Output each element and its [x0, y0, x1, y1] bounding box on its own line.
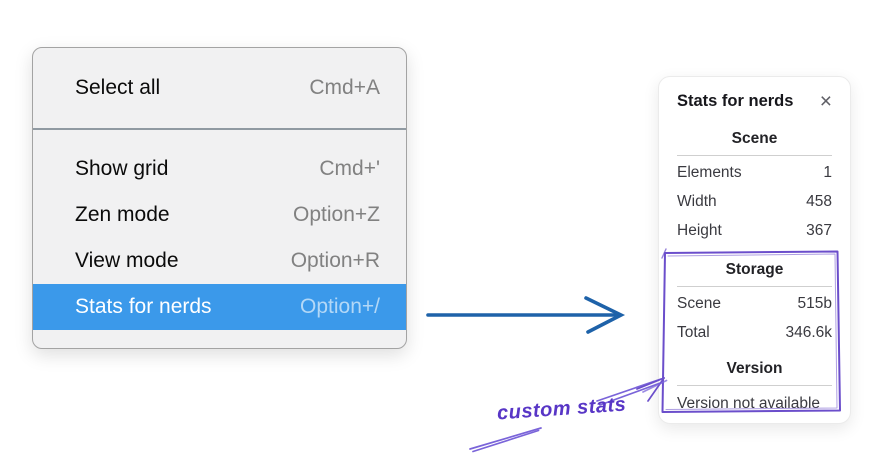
stat-value: 1: [823, 164, 832, 181]
menu-item-shortcut: Option+/: [300, 295, 380, 318]
menu-item-label: View mode: [75, 249, 179, 272]
stat-row-width: Width 458: [677, 187, 832, 216]
stats-panel-header: Stats for nerds ×: [677, 89, 832, 114]
stat-row-scene-size: Scene 515b: [677, 289, 832, 318]
stat-value: 367: [806, 222, 832, 239]
menu-item-shortcut: Option+Z: [293, 203, 380, 226]
stat-row-height: Height 367: [677, 216, 832, 245]
stats-panel: Stats for nerds × Scene Elements 1 Width…: [658, 76, 851, 424]
menu-item-show-grid[interactable]: Show grid Cmd+': [33, 146, 406, 192]
menu-section-top: Select all Cmd+A: [33, 48, 406, 128]
menu-item-zen-mode[interactable]: Zen mode Option+Z: [33, 192, 406, 238]
stat-label: Total: [677, 324, 710, 341]
section-header-version: Version: [726, 360, 783, 377]
stat-label: Height: [677, 222, 722, 239]
stat-label: Scene: [677, 295, 721, 312]
section-header-scene: Scene: [731, 130, 778, 147]
menu-item-label: Select all: [75, 76, 161, 99]
stat-value: 458: [806, 193, 832, 210]
menu-item-shortcut: Cmd+A: [309, 76, 380, 99]
divider: [677, 155, 832, 156]
menu-item-shortcut: Option+R: [290, 249, 380, 272]
menu-item-shortcut: Cmd+': [319, 157, 380, 180]
section-header-storage: Storage: [725, 261, 784, 278]
annotation-arrow-icon: [469, 377, 668, 453]
version-note: Version not available: [677, 395, 821, 412]
menu-separator: [33, 128, 406, 130]
stat-label: Width: [677, 193, 717, 210]
menu-item-label: Stats for nerds: [75, 295, 212, 318]
divider: [677, 286, 832, 287]
section-version: Version Version not available: [677, 360, 832, 413]
stat-row-total-size: Total 346.6k: [677, 318, 832, 347]
panel-title: Stats for nerds: [677, 92, 794, 110]
stat-value: 346.6k: [785, 324, 832, 341]
stat-label: Elements: [677, 164, 742, 181]
divider: [677, 385, 832, 386]
close-icon[interactable]: ×: [819, 89, 832, 113]
stat-value: 515b: [797, 295, 832, 312]
context-menu: Select all Cmd+A Show grid Cmd+' Zen mod…: [32, 47, 407, 349]
menu-item-label: Show grid: [75, 157, 169, 180]
pointer-arrow-icon: [426, 296, 626, 334]
annotation-label: custom stats: [496, 393, 627, 425]
menu-item-label: Zen mode: [75, 203, 170, 226]
section-scene: Scene Elements 1 Width 458 Height 367: [677, 130, 832, 245]
stat-row-elements: Elements 1: [677, 158, 832, 187]
menu-item-view-mode[interactable]: View mode Option+R: [33, 238, 406, 284]
section-storage: Storage Scene 515b Total 346.6k: [677, 261, 832, 347]
menu-item-select-all[interactable]: Select all Cmd+A: [33, 65, 406, 111]
menu-section-bottom: Show grid Cmd+' Zen mode Option+Z View m…: [33, 130, 406, 348]
menu-item-stats-for-nerds[interactable]: Stats for nerds Option+/: [33, 284, 406, 330]
